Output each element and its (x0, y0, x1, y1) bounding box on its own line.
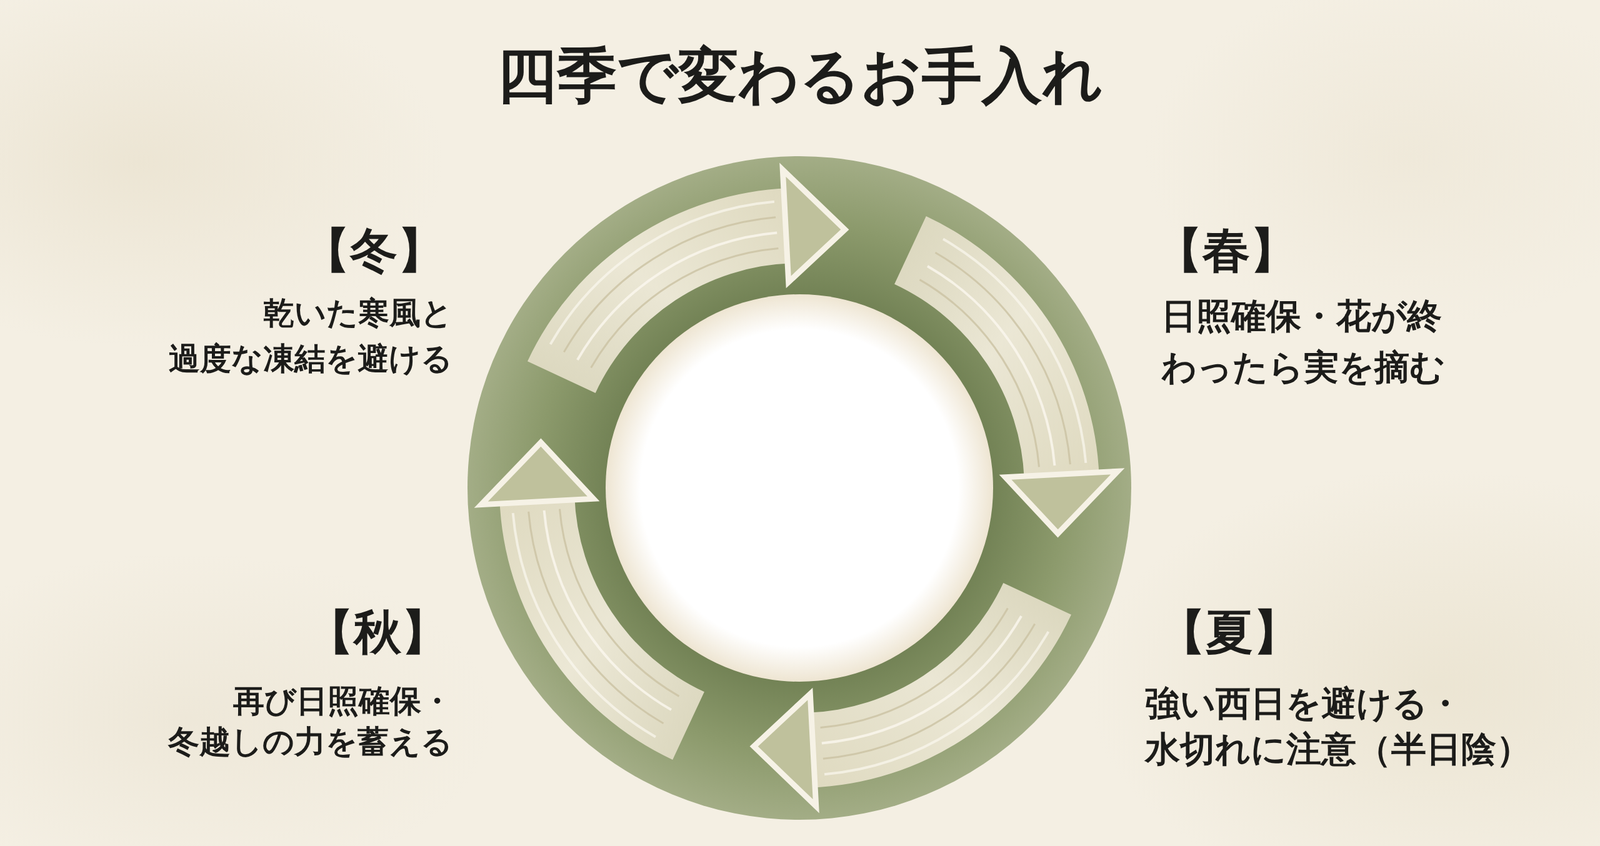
season-care-note: 強い西日を避ける・ 水切れに注意（半日陰） (1145, 681, 1593, 773)
season-care-note: 日照確保・花が終 わったら実を摘む (1161, 290, 1593, 394)
season-heading: 【夏】 (1158, 603, 1409, 661)
season-heading: 【冬】 (195, 221, 445, 279)
season-heading: 【秋】 (198, 603, 449, 661)
season-care-note: 乾いた寒風と 過度な凍結を避ける (2, 290, 453, 382)
season-heading: 【春】 (1155, 221, 1405, 279)
diagram-title: 四季で変わるお手入れ (0, 40, 1600, 112)
season-care-note: 再び日照確保・ 冬越しの力を蓄える (2, 681, 453, 763)
